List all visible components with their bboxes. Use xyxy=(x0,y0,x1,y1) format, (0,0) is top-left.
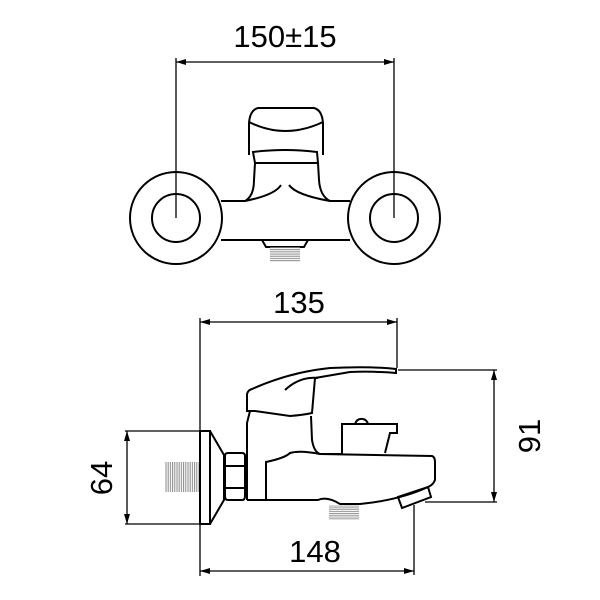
wall-plate xyxy=(199,430,211,525)
cover-cone xyxy=(209,430,225,525)
right-flange-outer xyxy=(347,171,441,265)
right-flange-inner xyxy=(369,193,419,243)
wall-thread xyxy=(165,462,200,492)
left-flange-inner xyxy=(151,193,201,243)
outlet-base xyxy=(261,239,309,248)
spout-body xyxy=(247,450,436,505)
handle-top xyxy=(248,107,324,155)
projection-dimension-label: 135 xyxy=(273,285,325,320)
length-dimension-label: 148 xyxy=(289,534,341,569)
top-view: 150±15 xyxy=(129,19,441,265)
handle-curve xyxy=(248,121,324,132)
body-bar xyxy=(221,162,350,241)
spacing-dimension-label: 150±15 xyxy=(233,19,336,54)
collar xyxy=(251,149,320,164)
body-neck-curves xyxy=(244,184,331,202)
lever-detail xyxy=(284,376,319,391)
plate-dimension-label: 64 xyxy=(84,461,119,495)
lever-handle xyxy=(246,366,397,418)
aerator xyxy=(396,485,433,510)
body-back xyxy=(246,410,251,500)
left-flange-outer xyxy=(129,171,223,265)
side-view: 135 91 64 148 xyxy=(84,285,547,576)
diverter-knob xyxy=(310,415,398,455)
shower-outlet-thread xyxy=(329,505,359,520)
diverter-cap xyxy=(354,417,369,425)
outlet-thread xyxy=(270,247,300,262)
hex-nut xyxy=(224,452,246,501)
height-dimension-label: 91 xyxy=(512,419,547,453)
